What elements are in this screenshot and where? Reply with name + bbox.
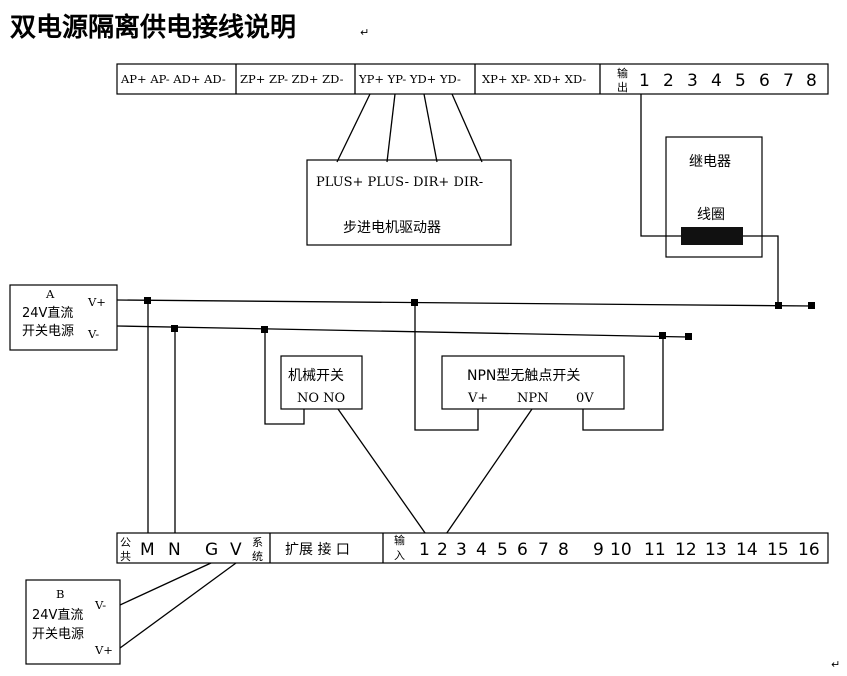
stepper-driver-name: 步进电机驱动器 bbox=[343, 220, 441, 236]
relay-coil bbox=[681, 227, 743, 245]
supply-a-line2: 开关电源 bbox=[22, 324, 74, 339]
junction-dot bbox=[261, 326, 268, 333]
relay-coil-label: 线圈 bbox=[697, 207, 725, 223]
top-group-x: XP+ XP- XD+ XD- bbox=[482, 72, 586, 86]
mech-switch-name: 机械开关 bbox=[288, 368, 344, 384]
system-label-1: 系 bbox=[252, 536, 263, 549]
npn-switch: NPN型无触点开关 V+ NPN 0V bbox=[441, 355, 625, 410]
terminal-n: N bbox=[168, 540, 181, 560]
output-label-2: 出 bbox=[617, 80, 628, 94]
input-terminal-12: 12 bbox=[675, 540, 697, 560]
junction-dot bbox=[171, 325, 178, 332]
top-group-a: AP+ AP- AD+ AD- bbox=[120, 72, 226, 86]
expansion-port-label: 扩展 接 口 bbox=[285, 541, 350, 558]
output-label-1: 输 bbox=[617, 66, 628, 80]
input-label-2: 入 bbox=[394, 549, 405, 562]
npn-pin-vplus: V+ bbox=[467, 391, 488, 406]
title-return-mark: ↵ bbox=[360, 26, 369, 39]
top-terminal-strip: AP+ AP- AD+ AD- ZP+ ZP- ZD+ ZD- YP+ YP- … bbox=[116, 63, 829, 95]
wire-npn-to-input2 bbox=[441, 408, 533, 541]
supply-a-tag: A bbox=[45, 287, 55, 301]
output-terminal-1: 1 bbox=[639, 71, 650, 91]
terminal-v: V bbox=[230, 540, 242, 560]
output-terminal-3: 3 bbox=[687, 71, 698, 91]
page-title: 双电源隔离供电接线说明 bbox=[10, 12, 296, 43]
input-terminal-15: 15 bbox=[767, 540, 789, 560]
wire-yp-plus bbox=[336, 93, 371, 163]
npn-switch-name: NPN型无触点开关 bbox=[467, 368, 580, 384]
input-terminal-14: 14 bbox=[736, 540, 758, 560]
output-terminal-8: 8 bbox=[806, 71, 817, 91]
supply-a-line1: 24V直流 bbox=[22, 306, 73, 321]
input-terminal-7: 7 bbox=[538, 540, 549, 560]
npn-pin-0v: 0V bbox=[576, 391, 594, 406]
bottom-terminal-strip: 公 共 M N G V 系 统 扩展 接 口 输 入 1 2 3 4 5 6 7… bbox=[116, 532, 829, 564]
output-terminal-5: 5 bbox=[735, 71, 746, 91]
output-terminal-4: 4 bbox=[711, 71, 722, 91]
output-terminal-6: 6 bbox=[759, 71, 770, 91]
wire-yp-minus bbox=[386, 93, 396, 163]
wire-vminus-to-mech bbox=[264, 330, 305, 425]
input-terminal-9: 9 bbox=[593, 540, 604, 560]
input-terminal-3: 3 bbox=[456, 540, 467, 560]
supply-b-tag: B bbox=[56, 587, 64, 601]
supply-b-vplus: V+ bbox=[94, 643, 113, 657]
power-supply-a: A 24V直流 开关电源 V+ V- bbox=[9, 284, 118, 351]
input-terminal-5: 5 bbox=[497, 540, 508, 560]
input-label-1: 输 bbox=[394, 533, 405, 547]
input-terminal-4: 4 bbox=[476, 540, 487, 560]
vplus-bus bbox=[116, 299, 813, 307]
junction-dot bbox=[775, 302, 782, 309]
wire-supply-b-vminus-to-g bbox=[119, 562, 212, 606]
input-terminal-10: 10 bbox=[610, 540, 632, 560]
junction-dot bbox=[685, 333, 692, 340]
supply-b-line1: 24V直流 bbox=[32, 608, 83, 623]
wire-yd-minus bbox=[451, 93, 483, 163]
input-terminal-16: 16 bbox=[798, 540, 820, 560]
relay-name: 继电器 bbox=[689, 154, 731, 170]
footer-return-mark: ↵ bbox=[831, 658, 840, 671]
terminal-m: M bbox=[140, 540, 155, 560]
junction-dot bbox=[144, 297, 151, 304]
wire-output1-to-coil bbox=[640, 94, 681, 237]
mechanical-switch: 机械开关 NO NO bbox=[280, 355, 363, 410]
relay: 继电器 线圈 bbox=[665, 136, 763, 258]
stepper-driver-pins: PLUS+ PLUS- DIR+ DIR- bbox=[316, 175, 483, 190]
wire-coil-to-vplus bbox=[743, 235, 779, 305]
wire-vplus-to-npn bbox=[414, 303, 479, 431]
wire-supply-b-vplus-to-v bbox=[119, 562, 237, 649]
npn-pin-npn: NPN bbox=[517, 391, 549, 406]
mech-switch-pins: NO NO bbox=[297, 391, 345, 406]
supply-a-vplus: V+ bbox=[87, 295, 106, 309]
terminal-g: G bbox=[205, 540, 218, 560]
top-group-z: ZP+ ZP- ZD+ ZD- bbox=[240, 72, 344, 86]
common-label-1: 公 bbox=[120, 536, 131, 549]
input-terminal-1: 1 bbox=[419, 540, 430, 560]
output-terminal-7: 7 bbox=[783, 71, 794, 91]
supply-b-vminus: V- bbox=[94, 598, 106, 612]
supply-a-vminus: V- bbox=[87, 327, 99, 341]
input-terminal-2: 2 bbox=[437, 540, 448, 560]
supply-b-line2: 开关电源 bbox=[32, 627, 84, 642]
wire-npn-0v-to-vminus bbox=[582, 336, 664, 431]
junction-dot bbox=[659, 332, 666, 339]
stepper-driver: PLUS+ PLUS- DIR+ DIR- 步进电机驱动器 bbox=[306, 159, 512, 246]
input-terminal-8: 8 bbox=[558, 540, 569, 560]
system-label-2: 统 bbox=[252, 550, 263, 563]
input-terminal-6: 6 bbox=[517, 540, 528, 560]
junction-dot bbox=[808, 302, 815, 309]
junction-dot bbox=[411, 299, 418, 306]
input-terminal-13: 13 bbox=[705, 540, 727, 560]
wire-yd-plus bbox=[423, 93, 438, 163]
power-supply-b: B 24V直流 开关电源 V- V+ bbox=[25, 579, 121, 665]
top-group-y: YP+ YP- YD+ YD- bbox=[358, 72, 461, 86]
input-terminal-11: 11 bbox=[644, 540, 666, 560]
wire-mech-to-input1 bbox=[337, 408, 431, 541]
common-label-2: 共 bbox=[120, 550, 131, 563]
output-terminal-2: 2 bbox=[663, 71, 674, 91]
vminus-bus bbox=[116, 325, 689, 338]
